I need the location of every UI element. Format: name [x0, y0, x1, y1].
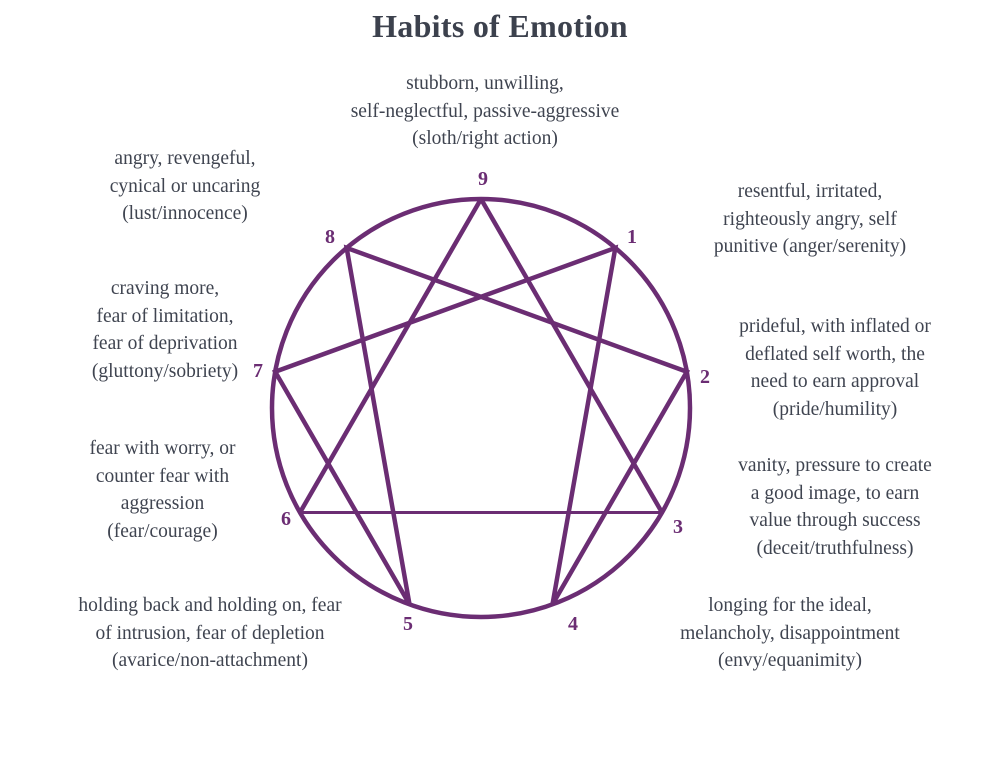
description-line: cynical or uncaring	[109, 175, 261, 197]
description-line: stubborn, unwilling,	[406, 73, 564, 94]
description-line: righteously angry, self	[723, 208, 897, 230]
description-line: craving more,	[110, 278, 220, 299]
description-line: longing for the ideal,	[708, 595, 872, 616]
enneagram-hexad-group	[271, 244, 691, 606]
enneagram-circle-group	[269, 196, 693, 620]
description-line: (envy/equanimity)	[717, 650, 863, 672]
description-type-9: stubborn, unwilling, self-neglectful, pas…	[290, 70, 680, 153]
enneagram-triangle-group	[298, 197, 664, 514]
description-line: (gluttony/sobriety)	[91, 361, 239, 383]
description-line: resentful, irritated,	[737, 181, 883, 202]
description-line: fear with worry, or	[89, 438, 236, 459]
description-line: self-neglectful, passive-aggressive	[350, 100, 620, 122]
description-line: (avarice/non-attachment)	[112, 650, 308, 672]
description-line: holding back and holding on, fear	[78, 595, 342, 616]
description-line: (deceit/truthfulness)	[756, 538, 914, 560]
enneagram-point-number-5: 5	[403, 613, 413, 635]
description-type-7: craving more, fear of limitation, fear of …	[45, 275, 285, 386]
description-type-3: vanity, pressure to create a good image, …	[690, 452, 980, 563]
enneagram-point-number-7: 7	[253, 360, 263, 382]
enneagram-point-number-3: 3	[673, 516, 683, 538]
enneagram-point-number-4: 4	[568, 613, 578, 635]
description-type-6: fear with worry, or counter fear with aggr…	[40, 435, 285, 546]
description-line: value through success	[749, 510, 921, 532]
enneagram-circle	[269, 196, 693, 620]
enneagram-hexad	[271, 244, 691, 606]
enneagram-point-number-2: 2	[700, 366, 710, 388]
description-line: vanity, pressure to create	[738, 455, 932, 476]
description-line: melancholy, disappointment	[680, 622, 900, 644]
description-line: need to earn approval	[750, 371, 920, 393]
description-type-4: longing for the ideal, melancholy, disapp…	[600, 592, 980, 675]
description-line: of intrusion, fear of depletion	[95, 622, 325, 644]
description-type-8: angry, revengeful, cynical or uncaring (lu…	[60, 145, 310, 228]
description-type-2: prideful, with inflated or deflated self …	[690, 313, 980, 424]
enneagram-point-number-9: 9	[478, 168, 488, 190]
description-line: (lust/innocence)	[122, 203, 248, 225]
description-type-1: resentful, irritated, righteously angry, …	[645, 178, 975, 261]
description-line: aggression	[120, 493, 205, 515]
description-line: fear of limitation,	[96, 305, 234, 327]
description-type-5: holding back and holding on, fear of intr…	[20, 592, 400, 675]
enneagram-point-number-1: 1	[627, 226, 637, 248]
description-line: deflated self worth, the	[745, 343, 925, 365]
triangle-side-9-3	[479, 197, 664, 514]
description-line: punitive (anger/serenity)	[713, 236, 907, 258]
description-line: fear of deprivation	[92, 333, 238, 355]
description-line: prideful, with inflated or	[739, 316, 931, 337]
triangle-side-9-6	[298, 197, 483, 514]
description-line: (sloth/right action)	[412, 128, 558, 150]
enneagram-point-number-6: 6	[281, 508, 291, 530]
description-line: counter fear with	[95, 465, 230, 487]
enneagram-point-number-8: 8	[325, 226, 335, 248]
page-title: Habits of Emotion	[372, 8, 628, 44]
description-line: (pride/humility)	[772, 399, 898, 421]
description-line: a good image, to earn	[750, 482, 920, 504]
description-line: angry, revengeful,	[114, 148, 256, 169]
description-line: (fear/courage)	[107, 521, 218, 543]
